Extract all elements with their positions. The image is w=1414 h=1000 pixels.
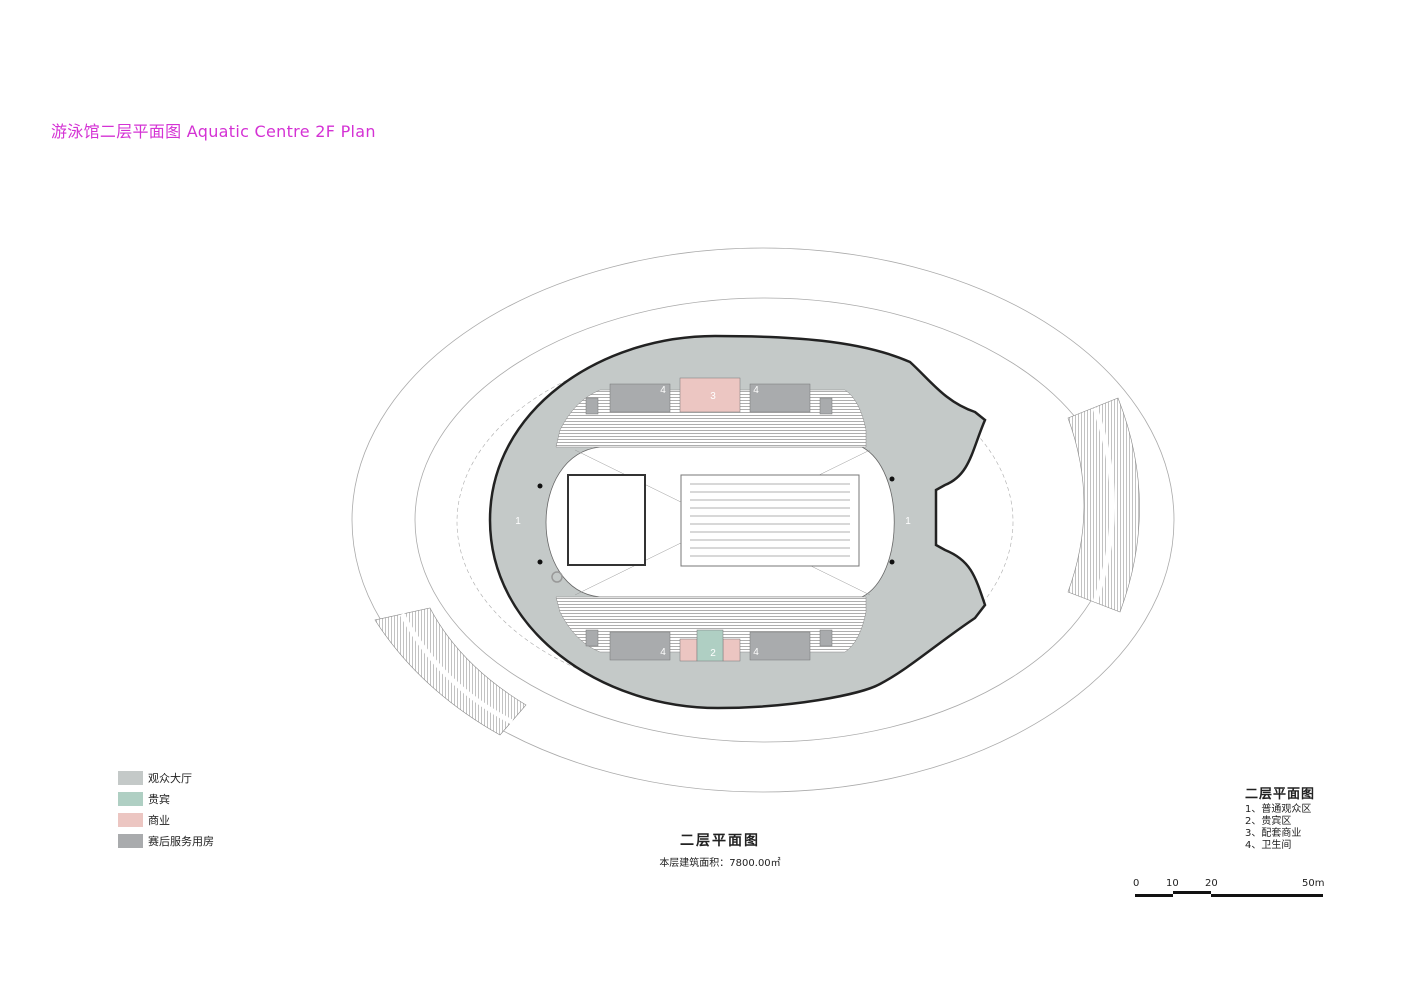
scale-bar: 0 10 20 50m bbox=[1130, 878, 1330, 902]
label-vip: 2 bbox=[710, 648, 716, 659]
outdoor-stand-right bbox=[1067, 397, 1140, 613]
site-outer-ellipse bbox=[351, 247, 1175, 793]
legend-label: 赛后服务用房 bbox=[148, 835, 214, 848]
competition-pool bbox=[680, 474, 860, 567]
label-toilet: 4 bbox=[660, 647, 666, 658]
drawing-title: 游泳馆二层平面图 Aquatic Centre 2F Plan bbox=[51, 122, 376, 141]
label-toilet: 4 bbox=[753, 647, 759, 658]
label-toilet: 4 bbox=[753, 385, 759, 396]
scale-label: 20 bbox=[1205, 878, 1218, 889]
note-item: 3、配套商业 bbox=[1245, 828, 1302, 839]
caption-area: 本层建筑面积：7800.00㎡ bbox=[659, 858, 781, 869]
legend-swatch bbox=[118, 792, 143, 806]
scale-label: 50m bbox=[1302, 878, 1325, 889]
service-rooms bbox=[585, 383, 833, 661]
note-item: 1、普通观众区 bbox=[1245, 804, 1312, 815]
commercial-room-south-left bbox=[679, 638, 698, 662]
label-concourse-right: 1 bbox=[905, 516, 911, 527]
columns bbox=[537, 476, 895, 565]
legend-swatch bbox=[118, 813, 143, 827]
legend: 观众大厅 贵宾 商业 赛后服务用房 bbox=[118, 768, 214, 852]
legend-label: 观众大厅 bbox=[148, 772, 192, 785]
vip-room bbox=[696, 629, 724, 662]
scale-bar-graphic bbox=[1135, 891, 1323, 897]
scale-label: 0 bbox=[1133, 878, 1140, 889]
column bbox=[551, 571, 563, 583]
commercial-room-south-right bbox=[722, 638, 741, 662]
note-item: 2、贵宾区 bbox=[1245, 816, 1292, 827]
outdoor-stand-bottom-left bbox=[374, 607, 527, 736]
label-toilet: 4 bbox=[660, 385, 666, 396]
pool-lanes bbox=[690, 483, 850, 557]
label-commercial: 3 bbox=[710, 391, 716, 402]
legend-item-service: 赛后服务用房 bbox=[118, 831, 214, 851]
label-concourse-left: 1 bbox=[515, 516, 521, 527]
legend-label: 商业 bbox=[148, 814, 170, 827]
legend-swatch bbox=[118, 771, 143, 785]
diving-pool bbox=[567, 474, 646, 566]
legend-item-concourse: 观众大厅 bbox=[118, 768, 214, 788]
legend-swatch bbox=[118, 834, 143, 848]
notes: 二层平面图 1、普通观众区 2、贵宾区 3、配套商业 4、卫生间 bbox=[1245, 783, 1315, 852]
legend-item-commercial: 商业 bbox=[118, 810, 214, 830]
commercial-room-north bbox=[679, 377, 741, 413]
legend-label: 贵宾 bbox=[148, 793, 170, 806]
plan-caption: 二层平面图 本层建筑面积：7800.00㎡ bbox=[620, 830, 820, 869]
caption-title: 二层平面图 bbox=[680, 833, 760, 849]
notes-title: 二层平面图 bbox=[1245, 787, 1316, 802]
scale-label: 10 bbox=[1166, 878, 1179, 889]
note-item: 4、卫生间 bbox=[1245, 840, 1292, 851]
legend-item-vip: 贵宾 bbox=[118, 789, 214, 809]
